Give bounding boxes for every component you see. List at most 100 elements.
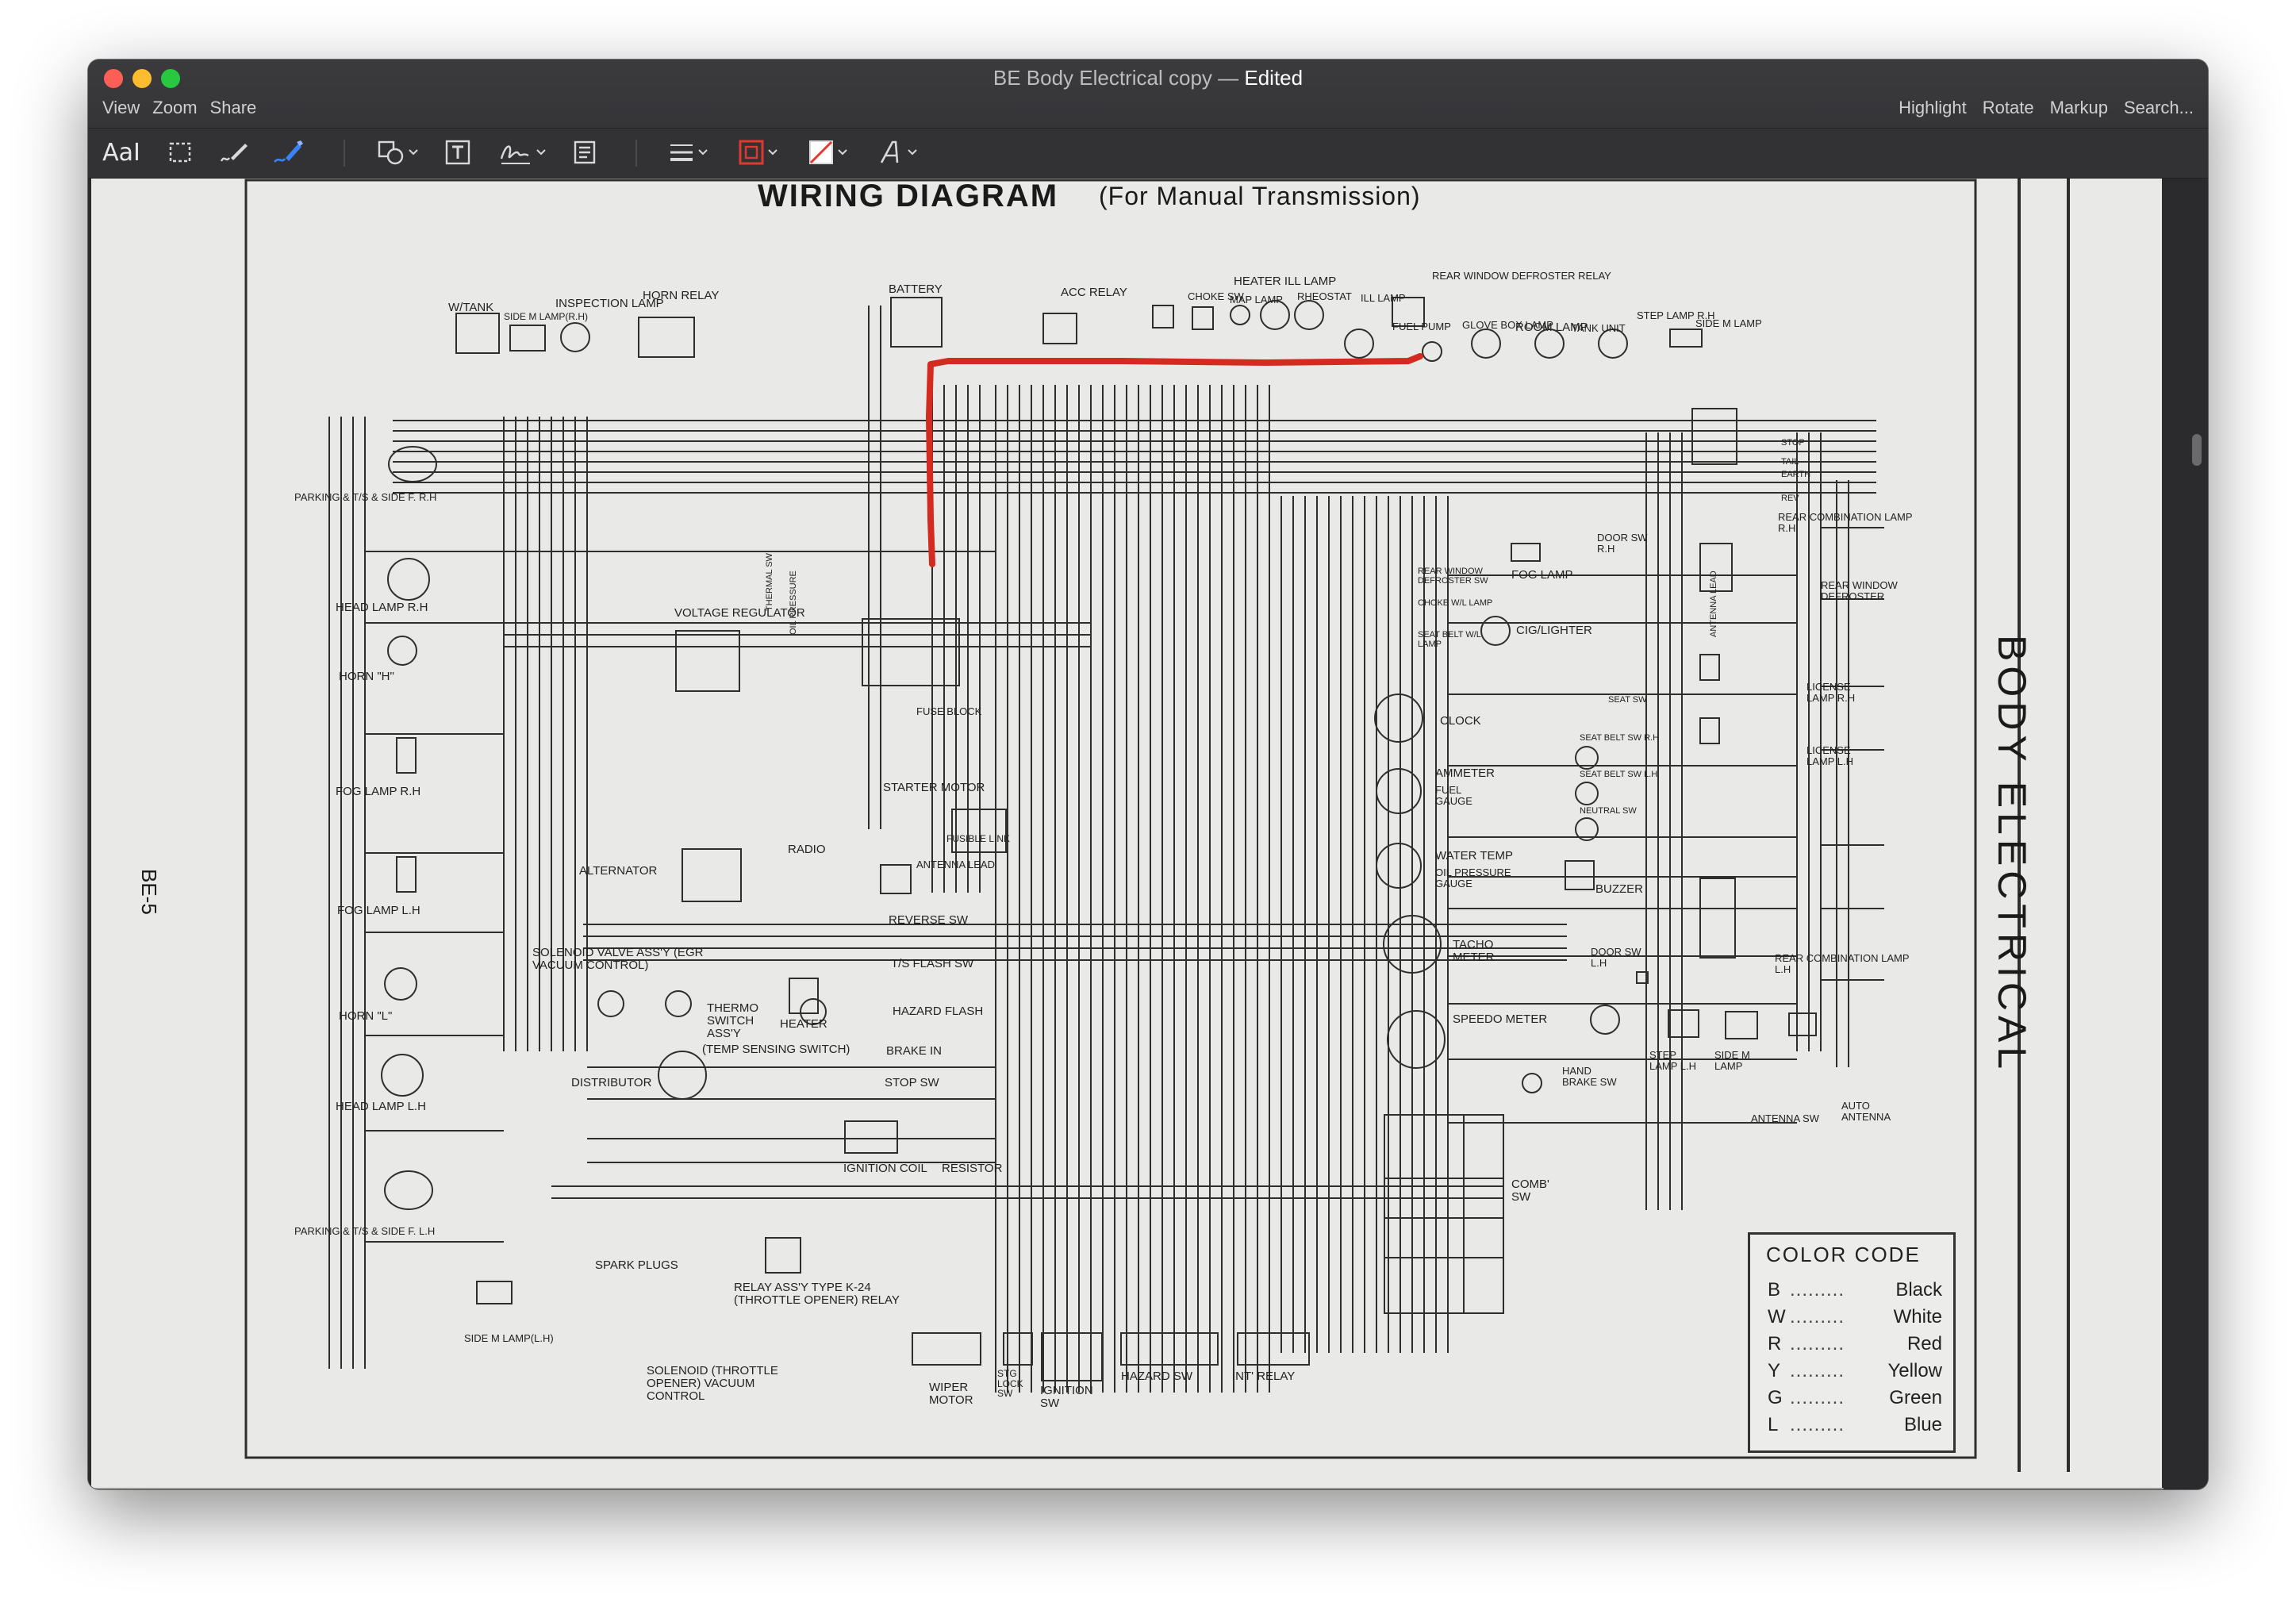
label-choke-sw: CHOKE SW bbox=[1188, 290, 1244, 302]
label-comb-sw: COMB' SW bbox=[1511, 1178, 1549, 1204]
label-battery: BATTERY bbox=[889, 282, 943, 296]
label-reverse-sw: REVERSE SW bbox=[889, 913, 969, 927]
label-fog-lamp: FOG LAMP bbox=[1511, 568, 1573, 582]
label-distributor: DISTRIBUTOR bbox=[571, 1076, 652, 1089]
label-side-m-lamp-rh: SIDE M LAMP(R.H) bbox=[504, 311, 589, 322]
draw-button[interactable] bbox=[269, 136, 307, 168]
label-parking-rh: PARKING & T/S & SIDE F. R.H bbox=[294, 491, 437, 503]
label-wiper-motor: WIPER MOTOR bbox=[929, 1381, 973, 1407]
label-thermal-sw: THERMAL SW bbox=[765, 553, 774, 611]
menu-left: View Zoom Share bbox=[102, 98, 256, 118]
label-water-temp: WATER TEMP bbox=[1435, 849, 1514, 863]
label-antenna-lead: ANTENNA LEAD bbox=[916, 859, 995, 870]
label-temp-sensing: (TEMP SENSING SWITCH) bbox=[702, 1043, 850, 1056]
zoom-window-button[interactable] bbox=[161, 69, 180, 88]
label-oil-pressure: OIL PRESSURE bbox=[789, 571, 798, 635]
label-ts-flash-sw: T/S FLASH SW bbox=[891, 957, 974, 970]
minimize-window-button[interactable] bbox=[132, 69, 152, 88]
text-style-button[interactable]: AaI bbox=[99, 136, 144, 168]
window-title: BE Body Electrical copy — Edited bbox=[88, 66, 2208, 90]
text-box-button[interactable] bbox=[440, 136, 475, 168]
label-stop: STOP bbox=[1781, 438, 1805, 448]
chevron-down-icon bbox=[698, 149, 708, 156]
text-box-icon bbox=[445, 140, 470, 165]
page-bottom-edge bbox=[91, 1488, 2164, 1489]
label-stop-sw: STOP SW bbox=[885, 1076, 939, 1089]
close-window-button[interactable] bbox=[104, 69, 123, 88]
menu-search[interactable]: Search... bbox=[2123, 98, 2194, 117]
text-font-button[interactable] bbox=[872, 136, 923, 168]
chevron-down-icon bbox=[536, 149, 546, 156]
label-side-m-lamp-right: SIDE M LAMP bbox=[1714, 1049, 1750, 1072]
title-separator: — bbox=[1211, 66, 1245, 90]
label-hand-brake-sw: HAND BRAKE SW bbox=[1562, 1065, 1617, 1088]
label-w-tank: W/TANK bbox=[448, 301, 494, 314]
markup-toolbar: AaI bbox=[88, 129, 2208, 179]
label-choke-wl-lamp: CHOKE W/L LAMP bbox=[1418, 598, 1493, 608]
color-code-name: Blue bbox=[1903, 1414, 1942, 1435]
label-tacho-meter: TACHO METER bbox=[1453, 938, 1495, 964]
border-color-button[interactable] bbox=[732, 136, 783, 168]
label-neutral-sw: NEUTRAL SW bbox=[1580, 806, 1637, 816]
rect-selection-icon bbox=[169, 142, 191, 163]
label-license-lamp-rh: LICENSE LAMP R.H bbox=[1806, 681, 1856, 704]
note-button[interactable] bbox=[569, 136, 601, 168]
label-horn-l: HORN "L" bbox=[339, 1009, 393, 1023]
color-code-name: Black bbox=[1895, 1279, 1942, 1301]
label-brake-in: BRAKE IN bbox=[886, 1044, 943, 1058]
menu-highlight[interactable]: Highlight bbox=[1899, 98, 1967, 117]
title-bar[interactable]: BE Body Electrical copy — Edited View Zo… bbox=[88, 60, 2208, 129]
rect-selection-button[interactable] bbox=[163, 136, 198, 168]
color-code-letter: R bbox=[1768, 1333, 1782, 1354]
label-door-sw-rh: DOOR SW R.H bbox=[1597, 532, 1648, 555]
label-heater-ill-lamp: HEATER ILL LAMP bbox=[1234, 275, 1337, 288]
menu-rotate[interactable]: Rotate bbox=[1982, 98, 2034, 117]
menu-zoom[interactable]: Zoom bbox=[152, 98, 198, 117]
label-horn-h: HORN "H" bbox=[339, 670, 394, 683]
menu-view[interactable]: View bbox=[102, 98, 140, 117]
fill-color-icon bbox=[809, 140, 833, 164]
menu-markup[interactable]: Markup bbox=[2049, 98, 2108, 117]
label-resistor: RESISTOR bbox=[942, 1162, 1003, 1175]
label-int-relay: INT' RELAY bbox=[1232, 1370, 1296, 1383]
shapes-button[interactable] bbox=[372, 136, 423, 168]
toolbar-separator bbox=[635, 140, 637, 167]
label-fusible-link: FUSIBLE LINK bbox=[946, 833, 1011, 844]
label-rear-window-defroster: REAR WINDOW DEFROSTER bbox=[1821, 579, 1898, 602]
sign-button[interactable] bbox=[494, 136, 550, 168]
label-room-lamp: ROOM LAMP bbox=[1515, 321, 1588, 334]
label-hazard-flash: HAZARD FLASH bbox=[893, 1005, 984, 1018]
color-code-letter: W bbox=[1768, 1306, 1786, 1327]
shape-style-button[interactable] bbox=[662, 136, 713, 168]
label-rev: REV bbox=[1781, 494, 1799, 503]
sketch-pen-icon bbox=[220, 144, 248, 162]
document-name: BE Body Electrical copy bbox=[993, 66, 1212, 90]
chevron-down-icon bbox=[409, 149, 418, 156]
diagram-title: WIRING DIAGRAM bbox=[758, 179, 1059, 213]
label-step-lamp-lh: STEP LAMP L.H bbox=[1649, 1049, 1697, 1072]
label-acc-relay: ACC RELAY bbox=[1061, 286, 1127, 299]
label-seat-belt-wl-lamp: SEAT BELT W/L LAMP bbox=[1418, 630, 1481, 649]
border-color-icon bbox=[739, 140, 764, 165]
page-id: BE-5 bbox=[137, 869, 161, 915]
label-oil-pressure-gauge: OIL PRESSURE GAUGE bbox=[1435, 866, 1511, 889]
label-seat-belt-sw-rh: SEAT BELT SW R.H bbox=[1580, 733, 1660, 743]
vertical-scrollbar[interactable] bbox=[2192, 434, 2202, 466]
label-ignition-coil: IGNITION COIL bbox=[843, 1162, 927, 1175]
label-fuel-gauge: FUEL GAUGE bbox=[1435, 784, 1472, 807]
label-rear-window-defroster-sw: REAR WINDOW DEFROSTER SW bbox=[1418, 567, 1488, 586]
color-code-letter: Y bbox=[1768, 1360, 1781, 1381]
fill-color-button[interactable] bbox=[802, 136, 853, 168]
color-code-letter: L bbox=[1768, 1414, 1779, 1435]
label-license-lamp-lh: LICENSE LAMP L.H bbox=[1806, 744, 1854, 767]
label-rheostat: RHEOSTAT bbox=[1297, 290, 1352, 302]
menu-share[interactable]: Share bbox=[209, 98, 257, 117]
label-seat-sw: SEAT SW bbox=[1608, 695, 1647, 705]
document-page[interactable]: WIRING DIAGRAM (For Manual Transmission)… bbox=[91, 179, 2162, 1489]
sketch-button[interactable] bbox=[215, 136, 253, 168]
label-solenoid-valve: SOLENOID VALVE ASS'Y (EGR VACUUM CONTROL… bbox=[532, 946, 704, 972]
document-viewport[interactable]: WIRING DIAGRAM (For Manual Transmission)… bbox=[88, 179, 2208, 1489]
label-starter-motor: STARTER MOTOR bbox=[883, 781, 985, 794]
label-alternator: ALTERNATOR bbox=[579, 864, 658, 878]
color-code-name: Yellow bbox=[1887, 1360, 1943, 1381]
